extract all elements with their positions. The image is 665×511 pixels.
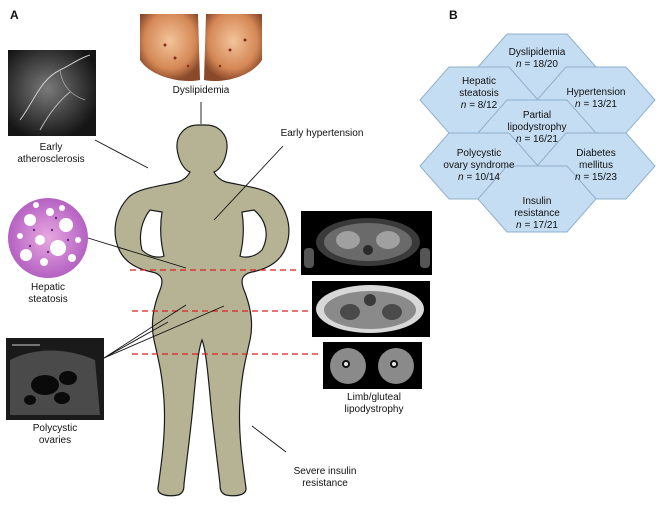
- dashed-lines: [130, 269, 322, 355]
- hex-line1: Hypertension: [566, 87, 626, 98]
- hex-line1: Diabetes: [576, 148, 616, 159]
- ovary-ultrasound-image: [6, 338, 104, 420]
- hex-line1: Polycystic: [456, 148, 502, 159]
- hex-insulin-resistance: [477, 165, 597, 233]
- n-prefix: n =: [460, 100, 478, 111]
- n-prefix: n =: [516, 220, 533, 231]
- hex-text-polycystic: Polycystic ovary syndrome n = 10/14: [434, 148, 524, 184]
- mri-thigh-image: [323, 342, 422, 389]
- label-hepatic-steatosis-line2: steatosis: [28, 294, 68, 305]
- label-early-atherosclerosis-line2: atherosclerosis: [17, 154, 85, 165]
- hex-line1: Hepatic: [462, 76, 496, 87]
- n-prefix: n =: [575, 99, 592, 110]
- label-severe-insulin-line2: resistance: [302, 478, 348, 489]
- hex-line2: ovary syndrome: [443, 160, 515, 171]
- leader-lines: [87, 102, 287, 453]
- hex-n-value: 18/20: [532, 59, 558, 70]
- hex-line2: resistance: [514, 208, 560, 219]
- n-prefix: n =: [458, 172, 475, 183]
- hex-text-partial-lipodystrophy: Partial lipodystrophy n = 16/21: [492, 110, 582, 146]
- angiogram-image: [8, 50, 96, 136]
- label-severe-insulin-line1: Severe insulin: [293, 466, 357, 477]
- label-hepatic-steatosis-line1: Hepatic: [31, 282, 65, 293]
- liver-histology-image: [8, 198, 88, 278]
- hex-text-hepatic-steatosis: Hepatic steatosis n = 8/12: [434, 76, 524, 112]
- hex-line1: Partial: [522, 110, 552, 121]
- hex-line1: Insulin: [522, 196, 552, 207]
- n-prefix: n =: [575, 172, 592, 183]
- hex-line2: lipodystrophy: [507, 122, 567, 133]
- hex-text-hypertension: Hypertension n = 13/21: [551, 87, 641, 111]
- hex-line2: mellitus: [579, 160, 613, 171]
- hex-text-dyslipidemia: Dyslipidemia n = 18/20: [492, 47, 582, 71]
- hex-n-value: 15/23: [591, 172, 617, 183]
- panel-b-letter: B: [449, 8, 458, 22]
- mri-abdomen-image: [301, 211, 432, 275]
- dyslipidemia-image: [137, 12, 265, 84]
- hex-n-value: 17/21: [532, 220, 558, 231]
- hex-line2: steatosis: [459, 88, 499, 99]
- hex-text-insulin-resistance: Insulin resistance n = 17/21: [492, 196, 582, 232]
- label-dyslipidemia: Dyslipidemia: [172, 85, 230, 96]
- hex-n-value: 13/21: [591, 99, 617, 110]
- hexagon-cluster: [419, 33, 656, 233]
- hex-n-value: 16/21: [532, 134, 558, 145]
- mri-pelvis-image: [312, 281, 430, 337]
- hex-n-value: 8/12: [477, 100, 498, 111]
- hex-n-value: 10/14: [474, 172, 500, 183]
- label-early-atherosclerosis-line1: Early: [39, 142, 63, 153]
- label-early-hypertension: Early hypertension: [280, 128, 364, 139]
- label-polycystic-ovaries-line2: ovaries: [38, 435, 72, 446]
- panel-a-letter: A: [10, 8, 19, 22]
- label-polycystic-ovaries-line1: Polycystic: [32, 423, 78, 434]
- n-prefix: n =: [516, 59, 533, 70]
- label-limb-lipodystrophy-line2: lipodystrophy: [344, 404, 404, 415]
- n-prefix: n =: [516, 134, 533, 145]
- hex-line1: Dyslipidemia: [508, 47, 566, 58]
- hex-text-diabetes: Diabetes mellitus n = 15/23: [551, 148, 641, 184]
- label-limb-lipodystrophy-line1: Limb/gluteal: [347, 392, 401, 403]
